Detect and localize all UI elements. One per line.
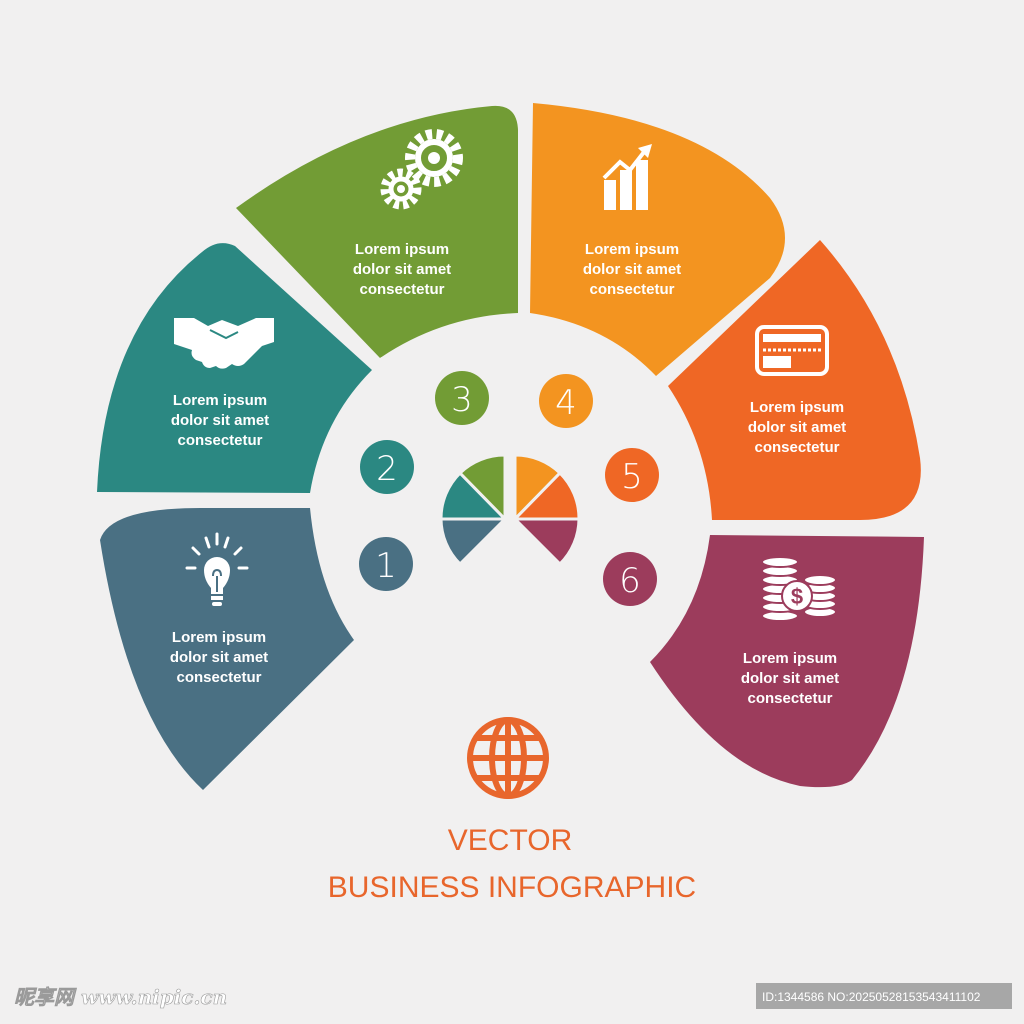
segment-3: Lorem ipsum dolor sit amet consectetur xyxy=(236,105,518,358)
segment-2-line-1: Lorem ipsum xyxy=(173,392,267,409)
number-4: 4 xyxy=(555,383,577,423)
number-5: 5 xyxy=(621,457,643,497)
globe-icon xyxy=(467,717,549,799)
credit-card-icon xyxy=(755,325,829,376)
segment-1: Lorem ipsum dolor sit amet consectetur xyxy=(100,508,354,790)
number-badge-6: 6 xyxy=(603,552,657,606)
segment-2-shape xyxy=(97,243,372,493)
number-badge-4: 4 xyxy=(539,374,593,428)
segment-4-shape xyxy=(530,103,785,376)
number-6: 6 xyxy=(619,561,641,601)
segment-1-line-3: consectetur xyxy=(176,669,261,686)
mini-pie-wedge-6 xyxy=(511,517,581,567)
handshake-icon xyxy=(174,318,274,369)
segment-6: $ Lorem ipsum dolor sit amet consectetur xyxy=(650,535,924,788)
segment-1-line-1: Lorem ipsum xyxy=(172,629,266,646)
svg-text:$: $ xyxy=(791,584,803,609)
number-1: 1 xyxy=(375,546,397,586)
coins-dollar-icon: $ xyxy=(761,556,837,622)
segment-4: Lorem ipsum dolor sit amet consectetur xyxy=(530,103,785,376)
title-line-1: VECTOR xyxy=(448,824,572,857)
segment-5: Lorem ipsum dolor sit amet consectetur xyxy=(668,240,921,520)
segment-2: Lorem ipsum dolor sit amet consectetur xyxy=(97,243,372,493)
segment-4-line-1: Lorem ipsum xyxy=(585,241,679,258)
growth-chart-icon xyxy=(602,144,652,210)
segment-2-line-3: consectetur xyxy=(177,432,262,449)
segment-6-shape xyxy=(650,535,924,788)
segment-6-line-2: dolor sit amet xyxy=(741,670,839,687)
segment-2-line-2: dolor sit amet xyxy=(171,412,269,429)
lightbulb-icon xyxy=(185,532,249,606)
watermark-left: 昵享网 www.nipic.cn xyxy=(14,985,227,1009)
number-2: 2 xyxy=(376,449,398,489)
segment-3-line-2: dolor sit amet xyxy=(353,261,451,278)
segment-6-line-1: Lorem ipsum xyxy=(743,650,837,667)
watermark-right-bg xyxy=(756,983,1012,1009)
mini-pie-wedge-3 xyxy=(457,453,507,523)
mini-pie-wedge-1 xyxy=(439,517,509,567)
segment-3-line-1: Lorem ipsum xyxy=(355,241,449,258)
segment-4-line-3: consectetur xyxy=(589,281,674,298)
center-mini-pie xyxy=(439,453,581,567)
watermark-right: ID:1344586 NO:20250528153543411102 xyxy=(762,990,981,1004)
segment-5-shape xyxy=(668,240,921,520)
segment-5-line-2: dolor sit amet xyxy=(748,419,846,436)
segment-3-line-3: consectetur xyxy=(359,281,444,298)
segment-5-line-3: consectetur xyxy=(754,439,839,456)
segment-1-line-2: dolor sit amet xyxy=(170,649,268,666)
number-badge-3: 3 xyxy=(435,371,489,425)
segment-4-line-2: dolor sit amet xyxy=(583,261,681,278)
number-3: 3 xyxy=(451,380,473,420)
segment-6-line-3: consectetur xyxy=(747,690,832,707)
gears-icon xyxy=(380,129,463,210)
segment-1-shape xyxy=(100,508,354,790)
number-badge-5: 5 xyxy=(605,448,659,502)
number-badge-1: 1 xyxy=(359,537,413,591)
title-line-2: BUSINESS INFOGRAPHIC xyxy=(328,871,696,904)
segment-5-line-1: Lorem ipsum xyxy=(750,399,844,416)
number-badge-2: 2 xyxy=(360,440,414,494)
